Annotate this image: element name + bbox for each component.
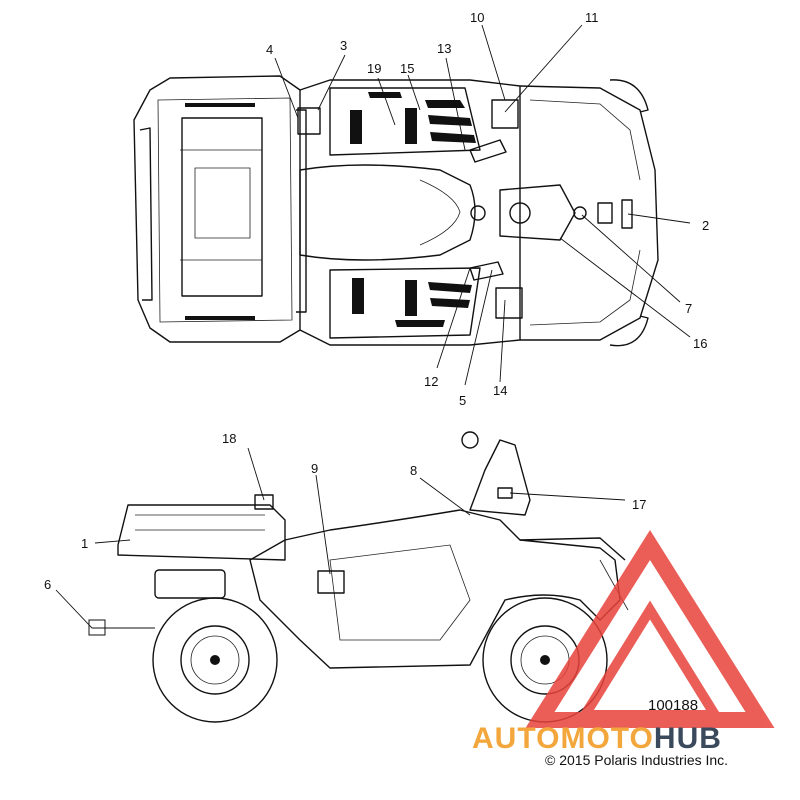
atv-top-view [133, 75, 659, 347]
callout-10: 10 [470, 10, 484, 25]
callout-17: 17 [632, 497, 646, 512]
callout-16: 16 [693, 336, 707, 351]
copyright-text: © 2015 Polaris Industries Inc. [545, 752, 728, 768]
callout-7: 7 [685, 301, 692, 316]
callout-2: 2 [702, 218, 709, 233]
callout-numbers: 4 3 19 15 13 10 11 2 7 16 12 5 14 18 9 8… [44, 10, 709, 592]
callout-9: 9 [311, 461, 318, 476]
figure-number: 100188 [648, 697, 698, 714]
decal-6-label-box [88, 619, 106, 636]
leader-lines [55, 24, 691, 629]
watermark-text-part2: HUB [654, 722, 722, 755]
callout-1: 1 [81, 536, 88, 551]
callout-11: 11 [585, 10, 599, 25]
callout-15: 15 [400, 61, 414, 76]
watermark-logo [525, 529, 775, 728]
atv-side-view [117, 431, 629, 723]
callout-12: 12 [424, 374, 438, 389]
callout-4: 4 [266, 42, 273, 57]
callout-5: 5 [459, 393, 466, 408]
callout-13: 13 [437, 41, 451, 56]
callout-18: 18 [222, 431, 236, 446]
callout-14: 14 [493, 383, 507, 398]
callout-8: 8 [410, 463, 417, 478]
watermark-text: AUTOMOTOHUB [472, 722, 722, 755]
watermark-text-part1: AUTOMOTO [472, 722, 654, 755]
callout-19: 19 [367, 61, 381, 76]
callout-3: 3 [340, 38, 347, 53]
callout-6: 6 [44, 577, 51, 592]
